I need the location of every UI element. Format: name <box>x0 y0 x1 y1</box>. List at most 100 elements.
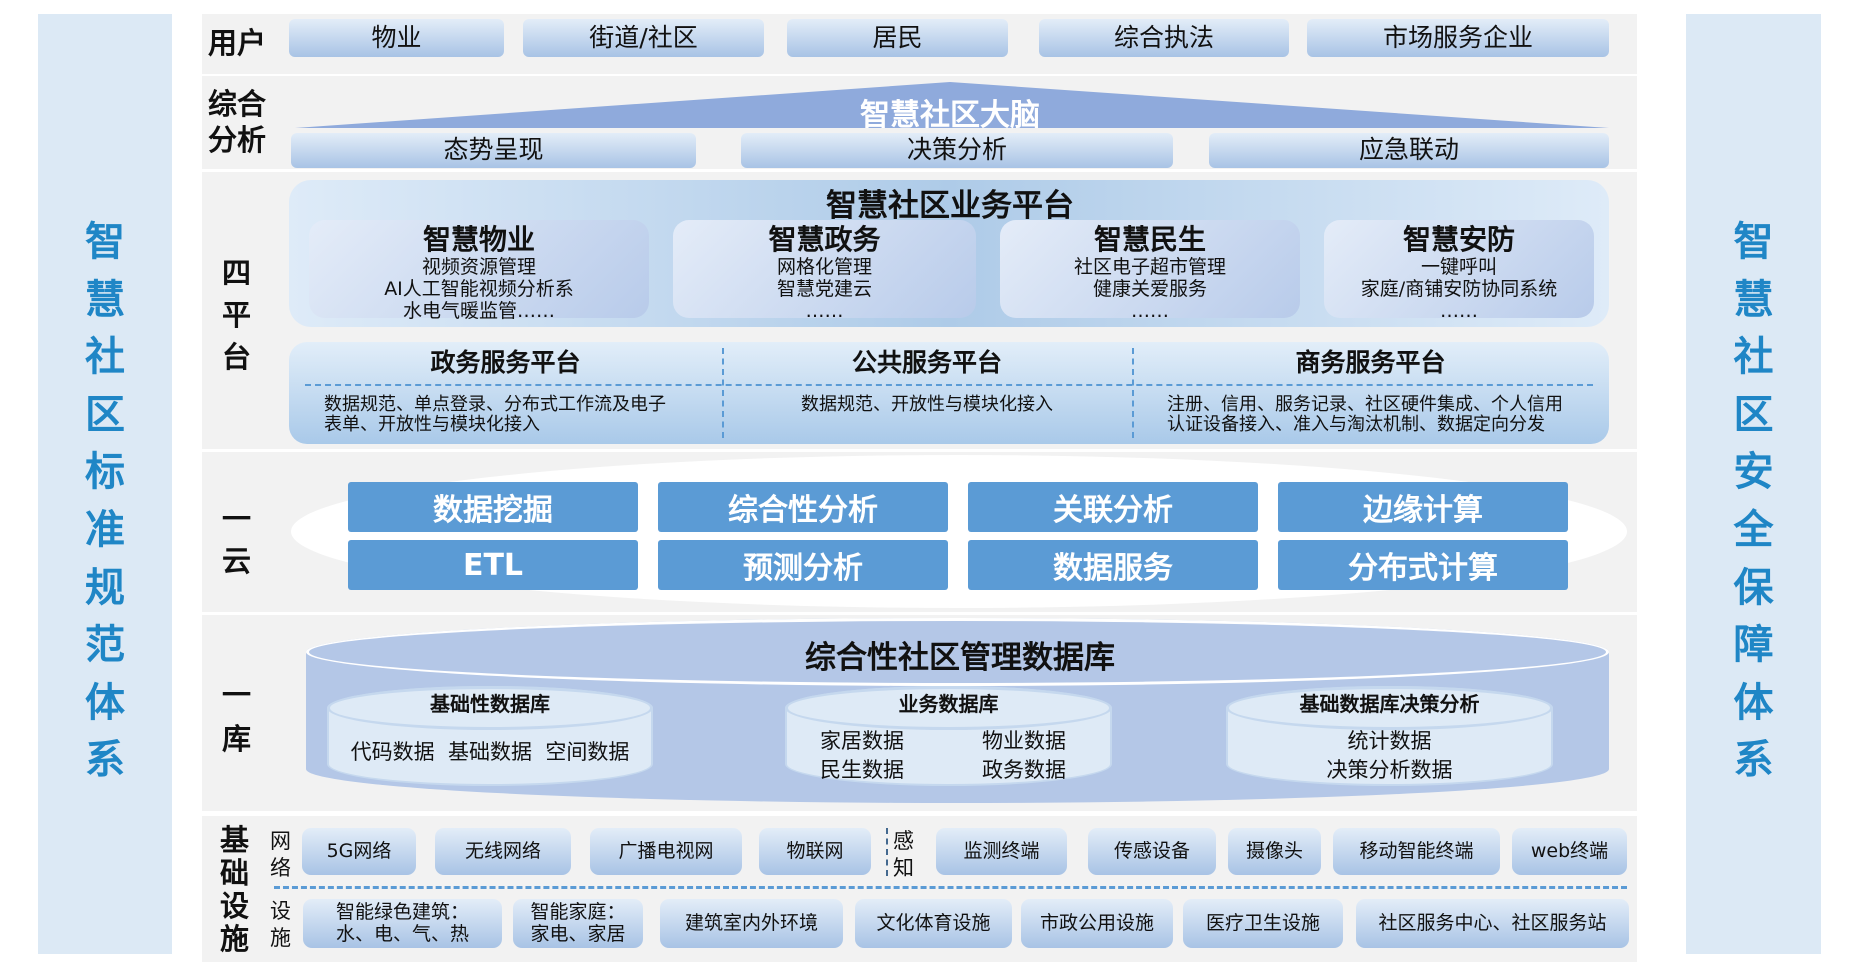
label-char: 库 <box>222 722 252 756</box>
divider <box>1132 348 1134 438</box>
user-item[interactable]: 街道/社区 <box>523 19 764 57</box>
divider <box>886 828 888 876</box>
cloud-service-button[interactable]: 数据服务 <box>968 540 1258 590</box>
cloud-service-button[interactable]: 数据挖掘 <box>348 482 638 532</box>
label-char: 平 <box>222 298 252 332</box>
label-char: 网 <box>270 829 291 853</box>
facility-item[interactable]: 市政公用设施 <box>1021 899 1173 948</box>
users-label: 用户 <box>208 26 267 60</box>
sub-database-line: 决策分析数据 <box>1326 758 1453 782</box>
infrastructure-label: 基础设施 <box>220 824 249 956</box>
service-platform-line: 注册、信用、服务记录、社区硬件集成、个人信用 <box>1167 394 1563 415</box>
platform-card[interactable]: 智慧安防一键呼叫家庭/商铺安防协同系统…… <box>1324 220 1594 322</box>
network-item[interactable]: 5G网络 <box>302 828 416 875</box>
card-line: 智慧党建云 <box>776 278 872 300</box>
card-line: 网格化管理 <box>776 256 872 278</box>
network-label: 网络 <box>270 828 291 882</box>
cloud-service-button[interactable]: 分布式计算 <box>1278 540 1568 590</box>
service-platform-title: 公共服务平台 <box>851 348 1002 377</box>
title-char: 范 <box>85 622 125 669</box>
facility-item[interactable]: 智能家庭： 家电、家居 <box>513 899 643 948</box>
service-platform-line: 表单、开放性与模块化接入 <box>324 414 540 435</box>
title-char: 慧 <box>1733 276 1774 323</box>
service-platform-title: 政务服务平台 <box>430 348 581 377</box>
platform-card[interactable]: 智慧民生社区电子超市管理健康关爱服务…… <box>1000 220 1300 322</box>
label-line: 综合 <box>208 87 267 121</box>
facility-item[interactable]: 文化体育设施 <box>855 899 1012 948</box>
analysis-item[interactable]: 应急联动 <box>1209 133 1609 168</box>
card-line: …… <box>1131 300 1169 322</box>
card-line: 家庭/商铺安防协同系统 <box>1360 278 1558 300</box>
sensing-item[interactable]: web终端 <box>1512 828 1627 875</box>
facility-item[interactable]: 智能绿色建筑： 水、电、气、热 <box>303 899 502 948</box>
label-char: 基 <box>220 823 250 857</box>
title-char: 慧 <box>85 276 125 323</box>
cloud-service-button[interactable]: 关联分析 <box>968 482 1258 532</box>
title-char: 准 <box>85 506 125 553</box>
user-item[interactable]: 物业 <box>289 19 504 57</box>
sub-database-title: 基础性数据库 <box>430 692 550 716</box>
label-char: 设 <box>270 899 291 923</box>
label-char: 施 <box>220 922 250 956</box>
card-line: 一键呼叫 <box>1420 256 1497 278</box>
card-line: 视频资源管理 <box>421 256 536 278</box>
title-char: 智 <box>1733 219 1774 265</box>
sensing-item[interactable]: 监测终端 <box>936 828 1067 875</box>
cylinder-top <box>306 618 1609 686</box>
label-char: 络 <box>270 856 291 880</box>
facility-item[interactable]: 社区服务中心、社区服务站 <box>1356 899 1629 948</box>
sub-database-line: 政务数据 <box>982 758 1066 782</box>
business-platform-title: 智慧社区业务平台 <box>826 188 1074 224</box>
label-char: 一 <box>222 678 252 712</box>
sub-database <box>327 686 653 786</box>
facility-item[interactable]: 医疗卫生设施 <box>1183 899 1343 948</box>
divider <box>274 886 1627 889</box>
platform-label: 四平台 <box>222 252 251 378</box>
cloud-service-button[interactable]: ETL <box>348 540 638 590</box>
platform-card[interactable]: 智慧政务网格化管理智慧党建云…… <box>673 220 976 322</box>
analysis-item[interactable]: 决策分析 <box>741 133 1173 168</box>
sub-database-title: 业务数据库 <box>898 692 999 716</box>
network-item[interactable]: 广播电视网 <box>590 828 742 875</box>
title-char: 体 <box>1733 679 1774 726</box>
cloud-service-button[interactable]: 预测分析 <box>658 540 948 590</box>
card-title: 智慧物业 <box>422 223 535 256</box>
database-label: 一库 <box>222 673 251 761</box>
sub-database-line: 物业数据 <box>982 729 1066 753</box>
cloud-service-button[interactable]: 边缘计算 <box>1278 482 1568 532</box>
analysis-item[interactable]: 态势呈现 <box>291 133 696 168</box>
network-item[interactable]: 物联网 <box>759 828 871 875</box>
title-char: 全 <box>1733 506 1774 553</box>
card-line: …… <box>1440 300 1478 322</box>
title-char: 区 <box>1733 391 1774 438</box>
label-char: 施 <box>270 926 291 950</box>
title-char: 系 <box>85 737 125 784</box>
service-platform-line: 数据规范、开放性与模块化接入 <box>801 394 1053 415</box>
user-item[interactable]: 综合执法 <box>1039 19 1289 57</box>
cloud-label: 一云 <box>222 498 251 582</box>
sensing-item[interactable]: 移动智能终端 <box>1333 828 1500 875</box>
card-title: 智慧政务 <box>768 223 881 256</box>
facility-label: 设施 <box>270 898 291 952</box>
network-item[interactable]: 无线网络 <box>435 828 571 875</box>
user-item[interactable]: 居民 <box>787 19 1008 57</box>
brain-title: 智慧社区大脑 <box>860 98 1040 133</box>
label-line: 分析 <box>208 123 267 158</box>
service-platform-line: 数据规范、单点登录、分布式工作流及电子 <box>324 394 666 415</box>
service-platform-line: 认证设备接入、准入与淘汰机制、数据定向分发 <box>1167 414 1545 435</box>
sub-database-line: 统计数据 <box>1347 729 1432 753</box>
cloud-service-button[interactable]: 综合性分析 <box>658 482 948 532</box>
label-char: 知 <box>893 856 914 880</box>
card-line: 水电气暖监管…… <box>402 300 555 322</box>
sensing-label: 感知 <box>893 828 914 882</box>
sensing-item[interactable]: 传感设备 <box>1088 828 1216 875</box>
main-database-title: 综合性社区管理数据库 <box>805 640 1115 676</box>
title-char: 安 <box>1733 449 1774 496</box>
card-line: AI人工智能视频分析系 <box>384 278 574 300</box>
facility-item[interactable]: 建筑室内外环境 <box>660 899 843 948</box>
sensing-item[interactable]: 摄像头 <box>1228 828 1321 875</box>
divider <box>305 384 1593 386</box>
user-item[interactable]: 市场服务企业 <box>1307 19 1609 57</box>
title-char: 障 <box>1733 622 1774 669</box>
